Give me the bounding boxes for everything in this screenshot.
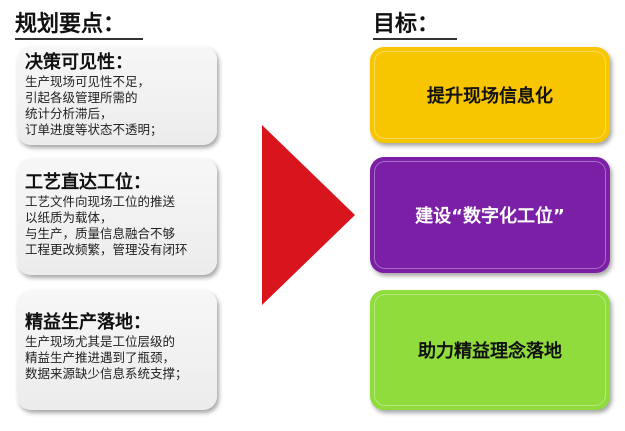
point-body: 生产现场尤其是工位层级的 精益生产推进遇到了瓶颈， 数据来源缺少信息系统支撑； [25,334,188,381]
point-title: 决策可见性： [25,52,133,73]
goal-label: 助力精益理念落地 [418,341,562,362]
goal-label: 提升现场信息化 [427,86,553,107]
goal-card-informatization: 提升现场信息化 [370,47,610,143]
right-arrow-icon [262,125,355,305]
goal-card-digital-workstation: 建设“数字化工位” [370,157,610,273]
left-heading: 规划要点： [15,12,144,40]
point-card-process: 工艺直达工位： 工艺文件向现场工位的推送 以纸质为载体， 与生产，质量信息融合不… [17,158,217,275]
goal-label: 建设“数字化工位” [415,206,565,227]
right-heading: 目标： [373,12,458,40]
point-card-visibility: 决策可见性： 生产现场可见性不足， 引起各级管理所需的 统计分析滞后， 订单进度… [17,46,217,145]
point-body: 工艺文件向现场工位的推送 以纸质为载体， 与生产，质量信息融合不够 工程更改频繁… [25,194,188,257]
point-card-lean: 精益生产落地： 生产现场尤其是工位层级的 精益生产推进遇到了瓶颈， 数据来源缺少… [17,290,217,410]
point-body: 生产现场可见性不足， 引起各级管理所需的 统计分析滞后， 订单进度等状态不透明； [25,74,163,137]
point-title: 精益生产落地： [25,312,151,333]
point-title: 工艺直达工位： [25,172,151,193]
goal-card-lean: 助力精益理念落地 [370,290,610,410]
